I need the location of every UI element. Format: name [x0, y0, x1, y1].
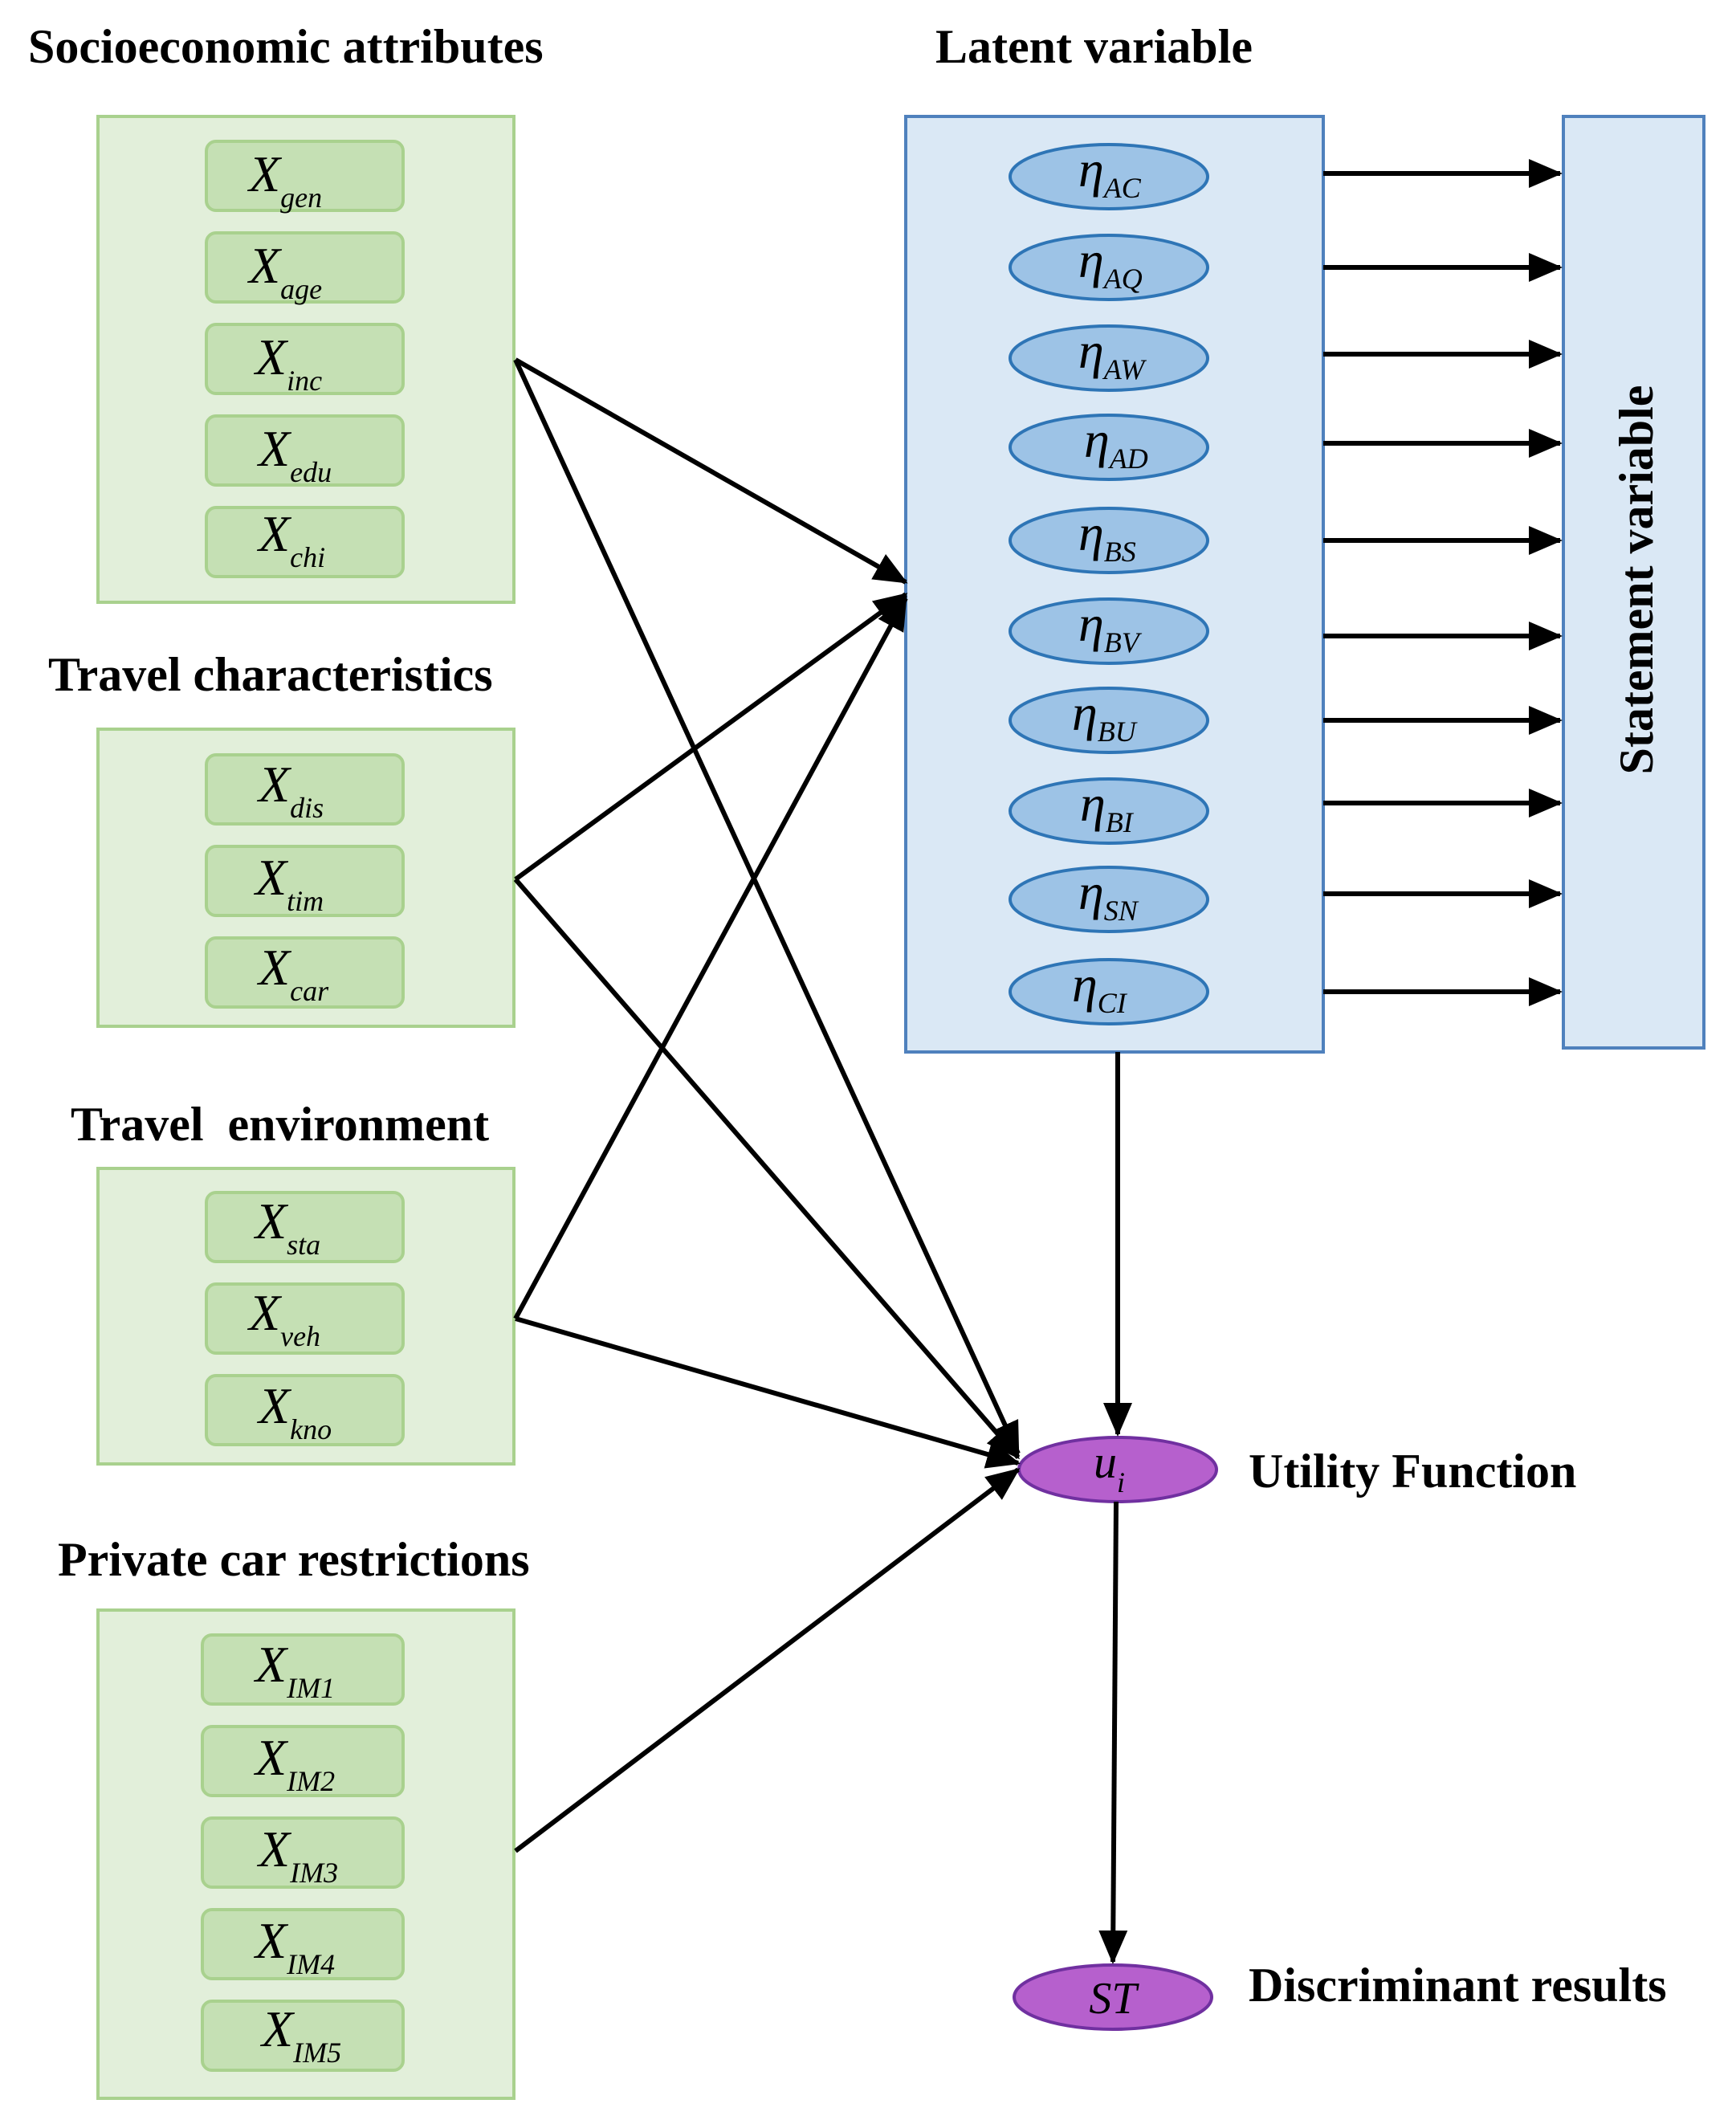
svg-text:Xkno: Xkno: [256, 1377, 332, 1445]
svg-text:ηBS: ηBS: [1078, 504, 1136, 568]
svg-text:ηBV: ηBV: [1078, 595, 1143, 658]
svg-text:XIM3: XIM3: [256, 1820, 338, 1889]
svg-text:Xtim: Xtim: [253, 849, 324, 917]
travel-env-var-sta: Xsta: [205, 1191, 405, 1263]
svg-text:Xgen: Xgen: [247, 145, 322, 214]
latent-eta-aq: ηAQ: [1009, 231, 1209, 301]
latent-eta-ad: ηAD: [1009, 411, 1209, 481]
socio-var-edu: Xedu: [205, 414, 405, 488]
private-var-im1: XIM1: [201, 1633, 405, 1706]
discriminant-node: ST: [1013, 1963, 1213, 2031]
svg-text:Xage: Xage: [247, 237, 322, 305]
svg-text:Xchi: Xchi: [256, 505, 325, 573]
socio-var-age: Xage: [205, 231, 405, 305]
socio-var-gen: Xgen: [205, 140, 405, 214]
travel-char-title: Travel characteristics: [48, 648, 493, 701]
svg-text:Xsta: Xsta: [253, 1193, 320, 1261]
svg-text:XIM1: XIM1: [253, 1636, 335, 1704]
svg-text:ηAD: ηAD: [1084, 411, 1148, 475]
travel-env-title: Travel environment: [71, 1098, 489, 1151]
travel-char-var-dis: Xdis: [205, 753, 405, 826]
private-var-im2: XIM2: [201, 1725, 405, 1797]
latent-eta-bu: ηBU: [1009, 684, 1209, 754]
discriminant-label: Discriminant results: [1249, 1959, 1667, 2012]
latent-eta-bs: ηBS: [1009, 504, 1209, 574]
utility-label: Utility Function: [1249, 1445, 1576, 1498]
svg-text:ηAW: ηAW: [1078, 322, 1147, 385]
svg-text:ηAQ: ηAQ: [1078, 231, 1143, 295]
travel-env-var-kno: Xkno: [205, 1374, 405, 1446]
latent-to-statement-arrows: [1323, 159, 1563, 1006]
svg-text:XIM4: XIM4: [253, 1912, 335, 1980]
statement-box: [1562, 115, 1705, 1050]
discriminant-symbol: ST: [1089, 1974, 1139, 2024]
latent-eta-ci: ηCI: [1009, 956, 1209, 1025]
svg-text:ui: ui: [1094, 1436, 1125, 1498]
svg-text:ηAC: ηAC: [1078, 141, 1142, 204]
socio-title: Socioeconomic attributes: [28, 20, 544, 73]
svg-text:Xinc: Xinc: [253, 328, 322, 397]
private-var-im3: XIM3: [201, 1816, 405, 1889]
utility-node: ui: [1017, 1436, 1218, 1503]
structural-edges: [513, 357, 1132, 1964]
latent-eta-bi: ηBI: [1009, 775, 1209, 845]
svg-text:XIM2: XIM2: [253, 1729, 335, 1797]
travel-char-var-car: Xcar: [205, 936, 405, 1009]
svg-text:ηCI: ηCI: [1072, 956, 1128, 1019]
travel-char-var-tim: Xtim: [205, 845, 405, 917]
latent-eta-bv: ηBV: [1009, 595, 1209, 665]
private-title: Private car restrictions: [58, 1533, 530, 1586]
private-var-im4: XIM4: [201, 1908, 405, 1980]
travel-env-var-veh: Xveh: [205, 1282, 405, 1355]
latent-eta-aw: ηAW: [1009, 322, 1209, 392]
private-var-im5: XIM5: [201, 2000, 405, 2072]
latent-eta-ac: ηAC: [1009, 141, 1209, 210]
svg-text:ηBI: ηBI: [1080, 775, 1135, 838]
socio-var-inc: Xinc: [205, 323, 405, 397]
statement-label: Statement variable: [1610, 385, 1663, 775]
latent-eta-sn: ηSN: [1009, 863, 1209, 933]
svg-text:Xcar: Xcar: [256, 939, 329, 1007]
svg-text:XIM5: XIM5: [259, 2000, 341, 2069]
svg-text:Xedu: Xedu: [256, 420, 332, 488]
socio-var-chi: Xchi: [205, 505, 405, 578]
svg-text:ηBU: ηBU: [1072, 684, 1138, 748]
svg-text:Xdis: Xdis: [256, 756, 324, 824]
svg-text:Xveh: Xveh: [247, 1284, 320, 1352]
latent-title: Latent variable: [935, 20, 1253, 73]
svg-text:ηSN: ηSN: [1078, 863, 1139, 927]
